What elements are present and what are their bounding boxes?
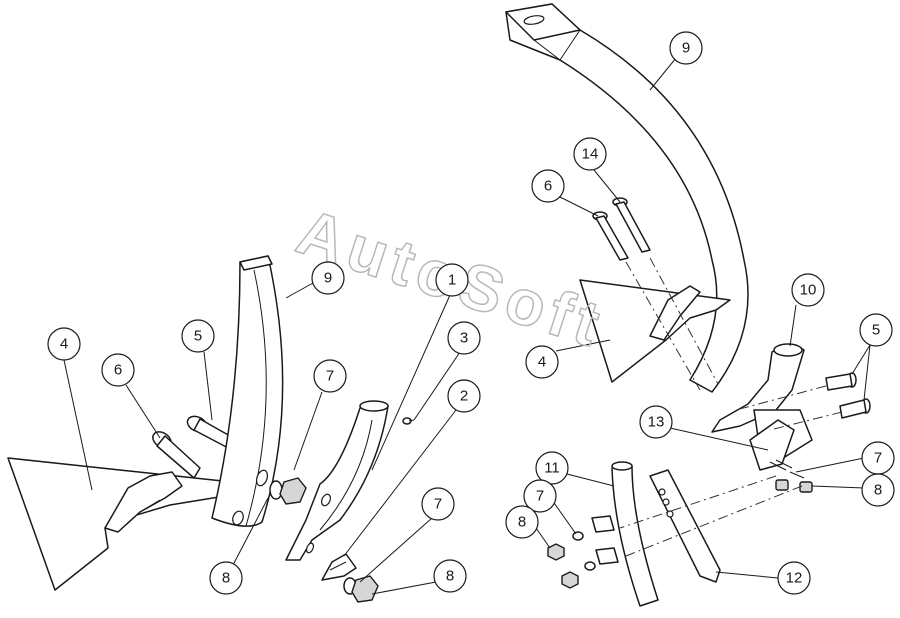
left-adapter-part-1 bbox=[285, 400, 389, 561]
right-bolt-part-5b bbox=[839, 398, 871, 419]
right-shank-part-9 bbox=[505, 3, 749, 393]
callout-right-9: 9 bbox=[669, 31, 703, 65]
callout-left-1: 1 bbox=[435, 263, 469, 297]
svg-text:8: 8 bbox=[874, 482, 882, 499]
svg-text:7: 7 bbox=[434, 496, 442, 513]
svg-text:14: 14 bbox=[582, 146, 599, 163]
svg-text:7: 7 bbox=[536, 488, 544, 505]
left-bolt-part-6 bbox=[152, 431, 201, 479]
svg-text:5: 5 bbox=[872, 322, 880, 339]
svg-text:8: 8 bbox=[446, 568, 454, 585]
callout-left-2: 2 bbox=[447, 379, 481, 413]
callout-right-14: 14 bbox=[573, 137, 607, 171]
svg-text:8: 8 bbox=[518, 514, 526, 531]
svg-text:5: 5 bbox=[194, 328, 202, 345]
callout-right-13: 13 bbox=[639, 405, 673, 439]
right-post-part-11 bbox=[611, 461, 659, 607]
callout-right-5: 5 bbox=[859, 313, 893, 347]
left-point-part-2 bbox=[321, 553, 357, 581]
callout-left-5: 5 bbox=[181, 319, 215, 353]
right-nuts-lower bbox=[547, 531, 596, 589]
callout-right-11: 11 bbox=[535, 451, 569, 485]
left-nut-upper bbox=[269, 477, 307, 505]
svg-text:4: 4 bbox=[60, 336, 68, 353]
leader-lines bbox=[63, 57, 871, 595]
callout-left-7a: 7 bbox=[313, 359, 347, 393]
callout-right-6: 6 bbox=[531, 169, 565, 203]
svg-text:13: 13 bbox=[648, 414, 665, 431]
callout-left-7b: 7 bbox=[421, 487, 455, 521]
svg-text:11: 11 bbox=[544, 460, 560, 477]
svg-text:4: 4 bbox=[538, 354, 546, 371]
svg-text:7: 7 bbox=[326, 368, 334, 385]
left-nut-lower bbox=[343, 575, 379, 603]
svg-text:6: 6 bbox=[544, 178, 552, 195]
svg-text:3: 3 bbox=[460, 330, 468, 347]
callout-left-3: 3 bbox=[447, 321, 481, 355]
callout-left-8a: 8 bbox=[209, 561, 243, 595]
right-bolt-part-14 bbox=[612, 197, 651, 253]
right-blade-part-4 bbox=[579, 279, 731, 383]
svg-text:9: 9 bbox=[324, 270, 332, 287]
callout-right-8a: 8 bbox=[861, 473, 895, 507]
assembly-axes bbox=[619, 257, 843, 557]
right-bolt-part-6 bbox=[592, 211, 629, 261]
callout-right-8b: 8 bbox=[505, 505, 539, 539]
right-bolt-part-5a bbox=[825, 372, 857, 391]
callout-left-4: 4 bbox=[47, 327, 81, 361]
svg-text:1: 1 bbox=[448, 272, 456, 289]
svg-text:8: 8 bbox=[222, 570, 230, 587]
svg-text:2: 2 bbox=[460, 388, 468, 405]
callout-left-8b: 8 bbox=[433, 559, 467, 593]
callout-right-7b: 7 bbox=[523, 479, 557, 513]
right-clamp-plates bbox=[591, 515, 619, 565]
callout-right-12: 12 bbox=[777, 561, 811, 595]
right-knife-part-12 bbox=[649, 469, 721, 583]
right-plate-part-13 bbox=[749, 419, 795, 471]
left-shank-part-9 bbox=[211, 255, 284, 527]
callout-right-10: 10 bbox=[791, 273, 825, 307]
callout-right-7a: 7 bbox=[861, 441, 895, 475]
svg-text:12: 12 bbox=[786, 570, 803, 587]
svg-text:7: 7 bbox=[874, 450, 882, 467]
callout-left-6: 6 bbox=[101, 353, 135, 387]
right-washers-upper bbox=[769, 459, 813, 493]
callout-left-9: 9 bbox=[311, 261, 345, 295]
svg-text:9: 9 bbox=[682, 40, 690, 57]
left-pin-part-3 bbox=[402, 417, 415, 425]
callout-right-4: 4 bbox=[525, 345, 559, 379]
svg-text:10: 10 bbox=[800, 282, 817, 299]
left-blade-part-4 bbox=[7, 457, 233, 591]
callouts: 4 6 5 9 1 3 7 2 8 7 8 9 14 6 10 4 5 13 7… bbox=[47, 31, 895, 595]
svg-text:6: 6 bbox=[114, 362, 122, 379]
